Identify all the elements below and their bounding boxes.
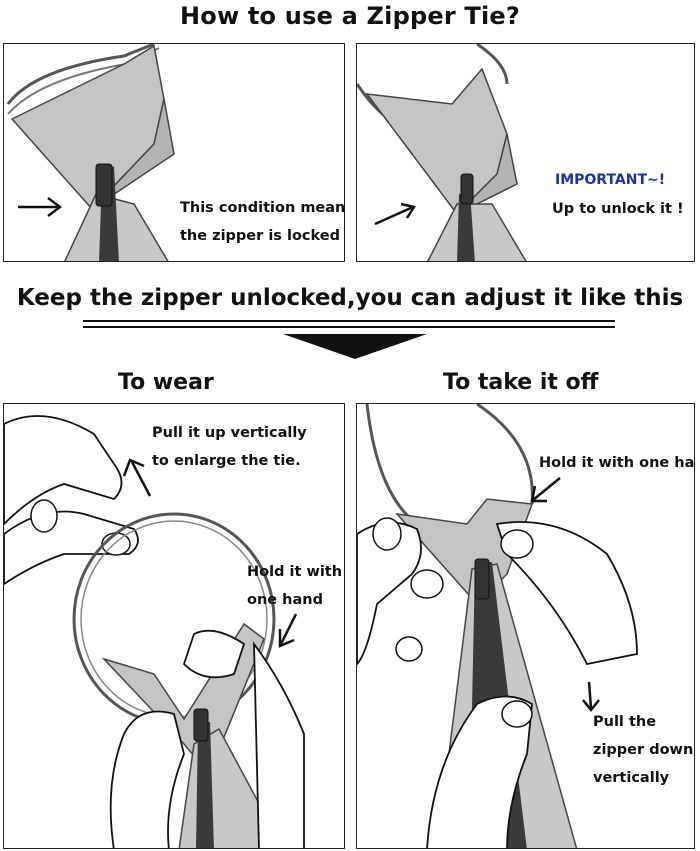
page-title: How to use a Zipper Tie? bbox=[179, 2, 521, 30]
panel-take-off: Hold it with one hand Pull the zipper do… bbox=[356, 403, 695, 849]
zipper-pull-icon bbox=[95, 163, 113, 207]
arrow-down-left-icon bbox=[278, 613, 298, 648]
panel-unlock: IMPORTANT~! Up to unlock it ! bbox=[356, 43, 695, 262]
tie-locked-illustration bbox=[6, 44, 175, 261]
zipper-pull-icon bbox=[193, 708, 209, 742]
wear-hold-line2: one hand bbox=[247, 592, 323, 608]
takeoff-hold-text: Hold it with one hand bbox=[539, 455, 695, 471]
arrow-up-icon bbox=[122, 458, 152, 497]
divider-top bbox=[83, 320, 615, 322]
take-off-illustration bbox=[357, 404, 638, 848]
takeoff-pull-line2: zipper down bbox=[593, 742, 694, 758]
zipper-pull-icon bbox=[474, 558, 490, 600]
to-wear-title: To wear bbox=[118, 370, 214, 395]
tie-unlock-illustration bbox=[357, 44, 527, 261]
adjust-headline: Keep the zipper unlocked,you can adjust … bbox=[16, 285, 684, 311]
arrow-down-left-icon bbox=[530, 477, 561, 503]
wear-pull-line2: to enlarge the tie. bbox=[152, 453, 301, 469]
arrow-right-icon bbox=[18, 197, 63, 217]
panel-to-wear: Pull it up vertically to enlarge the tie… bbox=[3, 403, 345, 849]
important-label: IMPORTANT~! bbox=[555, 172, 666, 188]
takeoff-pull-line1: Pull the bbox=[593, 714, 657, 730]
arrow-up-right-icon bbox=[374, 202, 417, 226]
locked-text-line2: the zipper is locked bbox=[180, 228, 340, 244]
down-triangle-icon bbox=[283, 334, 427, 359]
takeoff-pull-line3: vertically bbox=[593, 770, 670, 786]
divider-bottom bbox=[83, 326, 615, 328]
arrow-down-icon bbox=[582, 681, 600, 713]
wear-hold-line1: Hold it with bbox=[247, 564, 343, 580]
locked-text-line1: This condition means bbox=[180, 200, 345, 216]
zipper-pull-icon bbox=[460, 173, 474, 205]
wear-illustration bbox=[4, 415, 305, 848]
unlock-text: Up to unlock it ! bbox=[552, 201, 684, 217]
take-off-title: To take it off bbox=[443, 370, 599, 395]
panel-locked: This condition means the zipper is locke… bbox=[3, 43, 345, 262]
wear-pull-line1: Pull it up vertically bbox=[152, 425, 307, 441]
